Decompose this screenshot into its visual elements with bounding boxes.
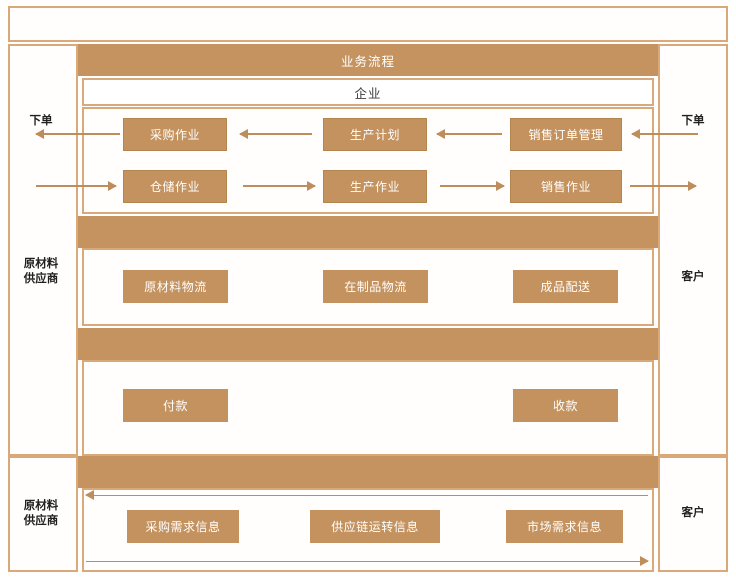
arrow-plan-to-procurement (239, 129, 312, 139)
process-box-label: 在制品物流 (344, 280, 407, 294)
process-box-label: 销售作业 (540, 180, 591, 194)
label-left-raw-material-supplier: 原材料 供应商 (23, 257, 59, 285)
separator-band-information (78, 456, 658, 488)
process-box-label: 销售订单管理 (528, 128, 604, 142)
arrow-warehousing-to-production (243, 181, 316, 191)
process-box-raw-material-logistics[interactable]: 原材料物流 (123, 270, 228, 303)
arrow-production-to-sales (440, 181, 505, 191)
arrow-supplier-to-warehousing (36, 181, 117, 191)
left-supplier-column-upper (8, 44, 78, 456)
process-box-sales-order-management[interactable]: 销售订单管理 (510, 118, 622, 151)
arrow-sales-to-customer (630, 181, 697, 191)
top-empty-band (8, 6, 728, 42)
label-left-order: 下单 (29, 115, 53, 128)
arrow-sales-order-to-plan (436, 129, 502, 139)
label-left-raw-material-supplier-bottom: 原材料 供应商 (23, 499, 59, 527)
right-customer-column-upper (658, 44, 728, 456)
separator-band-payment (78, 328, 658, 360)
process-box-label: 仓储作业 (149, 180, 200, 194)
business-process-title-band: 业务流程 (78, 44, 658, 76)
process-box-payment-out[interactable]: 付款 (123, 389, 228, 422)
process-box-payment-in[interactable]: 收款 (513, 389, 618, 422)
process-box-label: 生产作业 (349, 180, 400, 194)
process-box-procurement[interactable]: 采购作业 (123, 118, 227, 151)
process-box-production-plan[interactable]: 生产计划 (323, 118, 427, 151)
process-box-label: 原材料物流 (144, 280, 207, 294)
process-box-label: 市场需求信息 (526, 520, 602, 534)
process-box-market-demand-info[interactable]: 市场需求信息 (506, 510, 623, 543)
label-right-customer-bottom: 客户 (681, 507, 705, 520)
business-process-title-text: 业务流程 (340, 54, 395, 69)
process-box-finished-goods-delivery[interactable]: 成品配送 (513, 270, 618, 303)
process-box-label: 采购作业 (149, 128, 200, 142)
arrow-information-downstream (86, 556, 649, 566)
process-box-supply-chain-info[interactable]: 供应链运转信息 (310, 510, 440, 543)
process-box-wip-logistics[interactable]: 在制品物流 (323, 270, 428, 303)
label-right-customer: 客户 (681, 271, 705, 284)
process-box-label: 成品配送 (540, 280, 591, 294)
process-box-sales-operations[interactable]: 销售作业 (510, 170, 622, 203)
enterprise-band: 企业 (84, 80, 652, 104)
enterprise-title-text: 企业 (354, 86, 382, 101)
process-box-label: 收款 (552, 399, 578, 413)
arrow-order-to-supplier (35, 129, 120, 139)
label-right-order: 下单 (681, 115, 705, 128)
process-box-warehousing[interactable]: 仓储作业 (123, 170, 227, 203)
process-box-procurement-demand-info[interactable]: 采购需求信息 (127, 510, 239, 543)
arrow-customer-order-in (631, 129, 698, 139)
process-box-label: 生产计划 (349, 128, 400, 142)
arrow-information-upstream (85, 490, 648, 500)
process-box-label: 供应链运转信息 (331, 520, 419, 534)
process-box-label: 采购需求信息 (145, 520, 221, 534)
left-supplier-column-lower (8, 456, 78, 572)
separator-band-logistics (78, 216, 658, 248)
process-box-label: 付款 (162, 399, 188, 413)
process-box-production[interactable]: 生产作业 (323, 170, 427, 203)
right-customer-column-lower (658, 456, 728, 572)
